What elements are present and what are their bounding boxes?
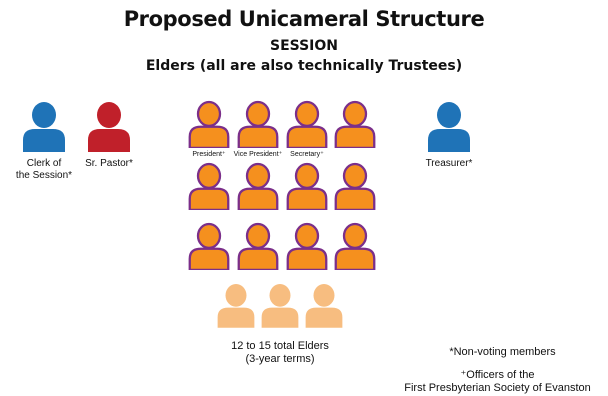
- optional-elder-person-icon: [259, 282, 301, 328]
- session-heading: SESSION: [269, 38, 338, 54]
- elder-person-icon: [333, 162, 377, 210]
- vice-president-label: Vice President⁺: [233, 151, 283, 158]
- optional-elder-person-icon: [215, 282, 257, 328]
- pastor-label: Sr. Pastor*: [85, 158, 133, 169]
- president-label: President⁺: [192, 151, 226, 158]
- treasurer-label: Treasurer*: [425, 158, 473, 169]
- elder-person-icon: [285, 162, 329, 210]
- elder-person-icon: [236, 222, 280, 270]
- elder-person-icon: [187, 162, 231, 210]
- treasurer-person-icon: [425, 100, 473, 152]
- diagram-title: Proposed Unicameral Structure: [123, 7, 485, 31]
- elders-total-line1: 12 to 15 total Elders: [231, 340, 329, 352]
- elder-person-icon: [236, 162, 280, 210]
- elder-person-icon: [285, 100, 329, 148]
- elder-person-icon: [285, 222, 329, 270]
- optional-elder-person-icon: [303, 282, 345, 328]
- elder-person-icon: [333, 100, 377, 148]
- elder-person-icon: [187, 100, 231, 148]
- elders-total-label: 12 to 15 total Elders (3-year terms): [210, 340, 350, 366]
- elder-person-icon: [236, 100, 280, 148]
- non-voting-note: *Non-voting members: [449, 346, 556, 358]
- elder-person-icon: [333, 222, 377, 270]
- clerk-person-icon: [20, 100, 68, 152]
- elder-person-icon: [187, 222, 231, 270]
- elders-total-line2: (3-year terms): [245, 353, 315, 365]
- officers-note-line1: ⁺Officers of the: [460, 369, 535, 381]
- elders-heading: Elders (all are also technically Trustee…: [145, 58, 463, 74]
- clerk-label: Clerk of the Session*: [15, 158, 73, 181]
- pastor-person-icon: [85, 100, 133, 152]
- officers-note: ⁺Officers of the First Presbyterian Soci…: [390, 369, 605, 395]
- secretary-label: Secretary⁺: [290, 151, 324, 158]
- officers-note-line2: First Presbyterian Society of Evanston: [404, 382, 591, 394]
